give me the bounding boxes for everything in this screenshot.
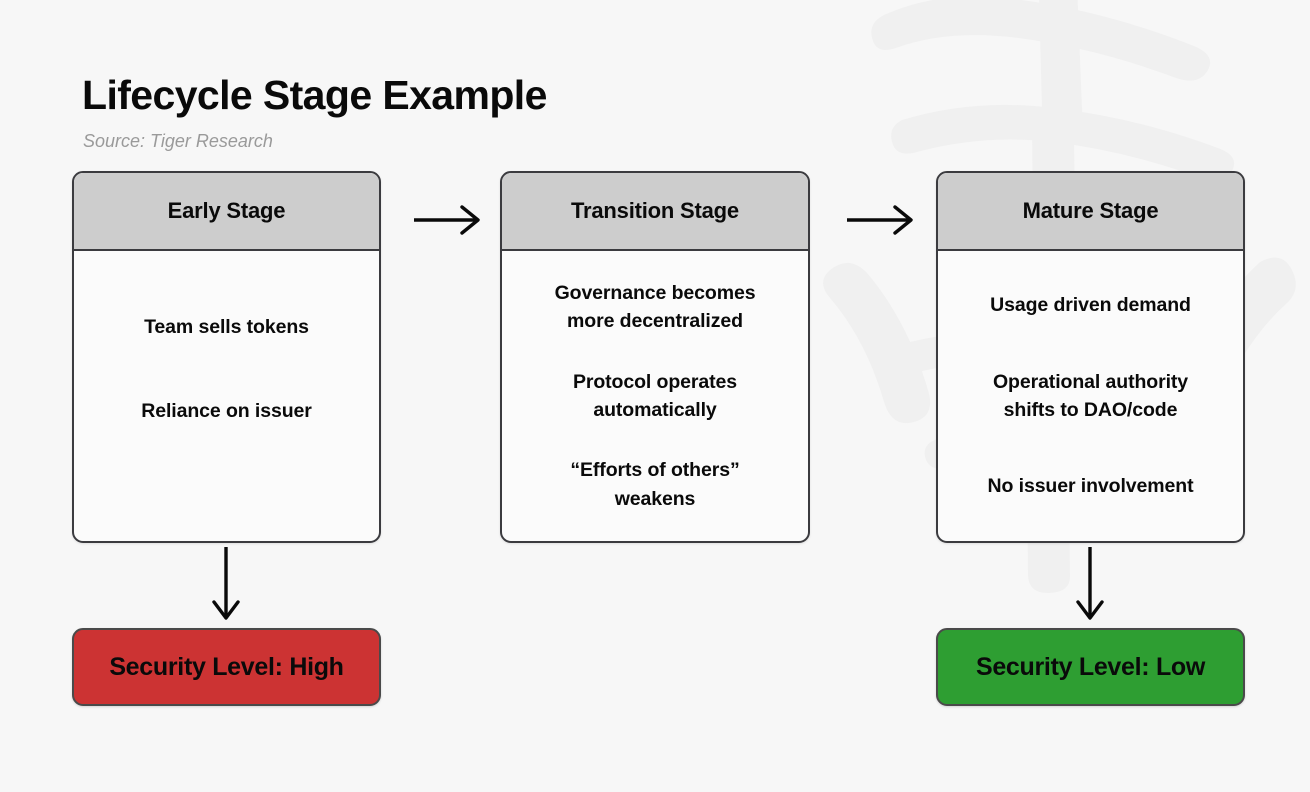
stage-header-early: Early Stage [74,173,379,251]
arrow-right-icon [414,205,480,235]
stage-item: Reliance on issuer [141,400,312,422]
status-badge-label: Security Level: Low [975,652,1206,681]
stage-header-mature: Mature Stage [938,173,1243,251]
status-badge-security-low[interactable]: Security Level: Low [936,628,1245,706]
stage-item: “Efforts of others”weakens [570,459,740,510]
page-title: Lifecycle Stage Example [82,72,547,118]
stage-body-mature: Usage driven demand Operational authorit… [938,251,1243,541]
stage-header-transition: Transition Stage [502,173,808,251]
status-badge-security-high[interactable]: Security Level: High [72,628,381,706]
stage-item: Usage driven demand [990,294,1191,317]
stage-item: Team sells tokens [144,315,309,338]
stage-item: No issuer involvement [987,475,1194,498]
stage-card-mature[interactable]: Mature Stage Usage driven demand Operati… [936,171,1245,543]
stage-card-early[interactable]: Early Stage Team sells tokens Reliance o… [72,171,381,543]
arrow-right-icon [847,205,913,235]
stage-body-early: Team sells tokens Reliance on issuer [74,251,379,541]
status-badge-label: Security Level: High [109,652,344,681]
source-label: Source: Tiger Research [83,131,273,151]
arrow-down-icon [1076,547,1104,620]
arrow-down-icon [212,547,240,620]
